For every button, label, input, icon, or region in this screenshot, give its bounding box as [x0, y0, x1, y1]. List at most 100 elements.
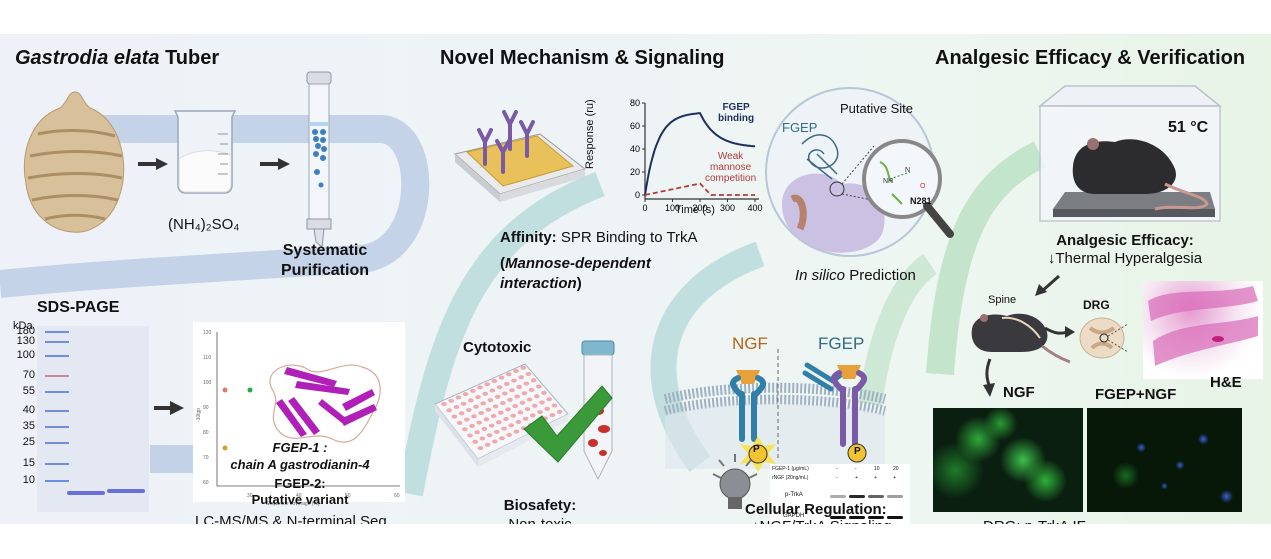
ms-x-tick: 40: [296, 493, 302, 499]
ms-y-tick: 120: [203, 330, 212, 336]
wb-row2-value: +: [893, 475, 896, 481]
plate-well: [458, 411, 465, 416]
plate-well: [486, 433, 493, 438]
ladder-label: 130: [16, 335, 35, 347]
spr-x-tick-label: 400: [747, 203, 762, 213]
plate-well: [494, 394, 501, 399]
affinity-label-bold: Affinity:: [500, 229, 557, 246]
plate-well: [472, 439, 478, 444]
plate-well: [462, 427, 468, 432]
spr-y-tick-label: 60: [630, 121, 640, 131]
efficacy-caption-title: Analgesic Efficacy:: [1056, 232, 1194, 249]
plate-well: [484, 442, 491, 447]
ladder-band: [45, 480, 69, 482]
sample-band-fgep2: [107, 489, 145, 493]
wb-band-ptrka: [868, 495, 884, 498]
fgep1-identity: chain A gastrodianin-4: [230, 457, 370, 472]
fgep-trka-receptor-icon: [802, 362, 867, 463]
plate-well: [491, 378, 498, 383]
spinal-cord-section-icon: [1079, 317, 1129, 359]
plate-well: [556, 409, 563, 414]
tuber-icon: [23, 91, 125, 233]
beaker-icon: [173, 110, 237, 194]
signaling-caption-title: Cellular Regulation:: [745, 501, 887, 518]
plate-well: [534, 394, 540, 399]
plate-well: [453, 405, 460, 409]
plate-well: [494, 429, 500, 434]
plate-well: [506, 372, 512, 377]
plate-well: [506, 432, 512, 437]
efficacy-caption-result: ↓Thermal Hyperalgesia: [1047, 250, 1203, 267]
plate-well: [505, 407, 511, 412]
magnifier-handle: [923, 202, 954, 238]
n-atom-label: N: [905, 167, 911, 174]
ms-x-tick: 50: [345, 493, 351, 499]
species-name: Gastrodia elata: [15, 47, 160, 69]
ladder-band: [45, 341, 69, 343]
plate-well: [523, 381, 530, 386]
spr-x-tick-label: 200: [692, 203, 707, 213]
if-caption: DRG: p-TrkA IF: [983, 518, 1086, 524]
arrow-icon: [154, 401, 184, 415]
o-atom-label: O: [920, 183, 926, 190]
plate-well: [518, 375, 524, 380]
sample-band-fgep1: [67, 491, 105, 495]
plate-well: [483, 417, 490, 422]
ms-y-tick: 100: [203, 380, 212, 386]
if-image-ngf: [933, 408, 1083, 512]
plate-well: [479, 436, 486, 441]
efficacy-section-title: Analgesic Efficacy & Verification: [935, 47, 1246, 69]
he-tissue-texture: [1148, 286, 1258, 366]
ms-y-tick: 70: [203, 455, 209, 461]
docking-circle-icon: [765, 87, 954, 257]
plate-well: [484, 382, 490, 387]
plate-well: [499, 436, 505, 441]
spr-y-tick-label: 0: [635, 190, 640, 200]
mannose-note-line1: Mannose-dependent: [505, 255, 651, 272]
plate-well: [536, 384, 542, 389]
plate-well: [511, 378, 517, 383]
mechanism-section-title: Novel Mechanism & Signaling: [440, 47, 725, 69]
plate-well: [474, 430, 480, 435]
ladder-label: 100: [16, 349, 35, 361]
arrow-icon: [1035, 274, 1060, 296]
wb-band-gapdh: [830, 516, 846, 519]
fgep2-label: FGEP-2:: [274, 476, 326, 491]
light-bulb-icon: [712, 454, 758, 509]
plate-well: [519, 400, 526, 405]
gel-image: [37, 326, 149, 512]
plate-well: [485, 407, 492, 412]
kda-unit-label: kDa: [13, 320, 33, 332]
ms-point-red: [222, 387, 228, 393]
wb-band-ptrka: [887, 495, 903, 498]
ms-y-tick: 80: [203, 430, 209, 436]
plate-well: [467, 433, 473, 438]
ngf-trka-receptor-icon: [730, 370, 776, 472]
plate-well: [513, 429, 520, 434]
ladder-band: [45, 331, 69, 333]
plate-well: [502, 391, 508, 396]
plate-well: [513, 369, 519, 373]
spr-x-tick-label: 0: [642, 203, 647, 213]
plate-well: [524, 407, 531, 412]
spr-legend-mannose: Weak mannose competition: [705, 151, 756, 184]
spr-y-tick-label: 40: [630, 144, 640, 154]
plate-well: [488, 423, 495, 428]
source-section-title: Gastrodia elata Tuber: [15, 47, 219, 70]
plate-well: [509, 388, 515, 393]
spr-legend-fgep-line1: FGEP: [722, 102, 750, 113]
spr-legend-fgep-line2: binding: [718, 113, 755, 124]
plate-well: [526, 397, 533, 402]
fgep-structure-label: FGEP: [782, 120, 818, 135]
purification-label: Systematic Purification: [270, 241, 380, 281]
plate-well: [456, 420, 463, 425]
plate-well: [512, 404, 518, 409]
plate-well: [504, 381, 510, 386]
he-label: H&E: [1210, 374, 1242, 391]
ms-x-axis-label: Sequence coverage (%): [266, 501, 320, 507]
spr-x-tick-label: 100: [665, 203, 680, 213]
plate-well: [515, 420, 522, 424]
residue-label: N281: [910, 196, 932, 206]
purification-label-line1: Systematic: [282, 242, 368, 259]
insilico-caption-italic: In silico: [795, 267, 846, 284]
